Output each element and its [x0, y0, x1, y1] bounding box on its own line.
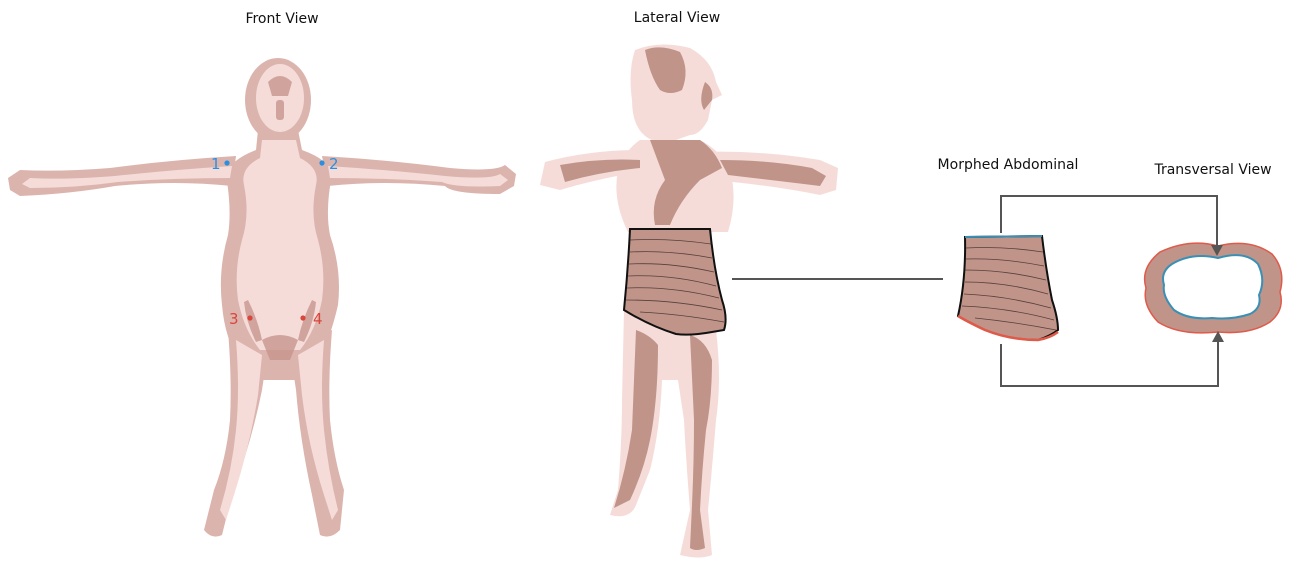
bottom-loop-arrow: [1001, 336, 1218, 386]
transversal-cross-section: [1145, 243, 1282, 333]
marker-1-label: 1: [211, 155, 221, 173]
morphed-abdominal-title: Morphed Abdominal: [938, 157, 1079, 173]
front-view-title: Front View: [245, 11, 318, 27]
marker-3-label: 3: [229, 310, 239, 328]
morphed-abdominal-segment: [958, 236, 1058, 340]
marker-2-label: 2: [329, 155, 339, 173]
marker-4-label: 4: [313, 310, 323, 328]
lateral-abdomen-segment: [624, 229, 726, 335]
front-body-figure: [8, 58, 516, 537]
transversal-view-title: Transversal View: [1153, 162, 1271, 178]
lateral-view-title: Lateral View: [634, 10, 720, 26]
